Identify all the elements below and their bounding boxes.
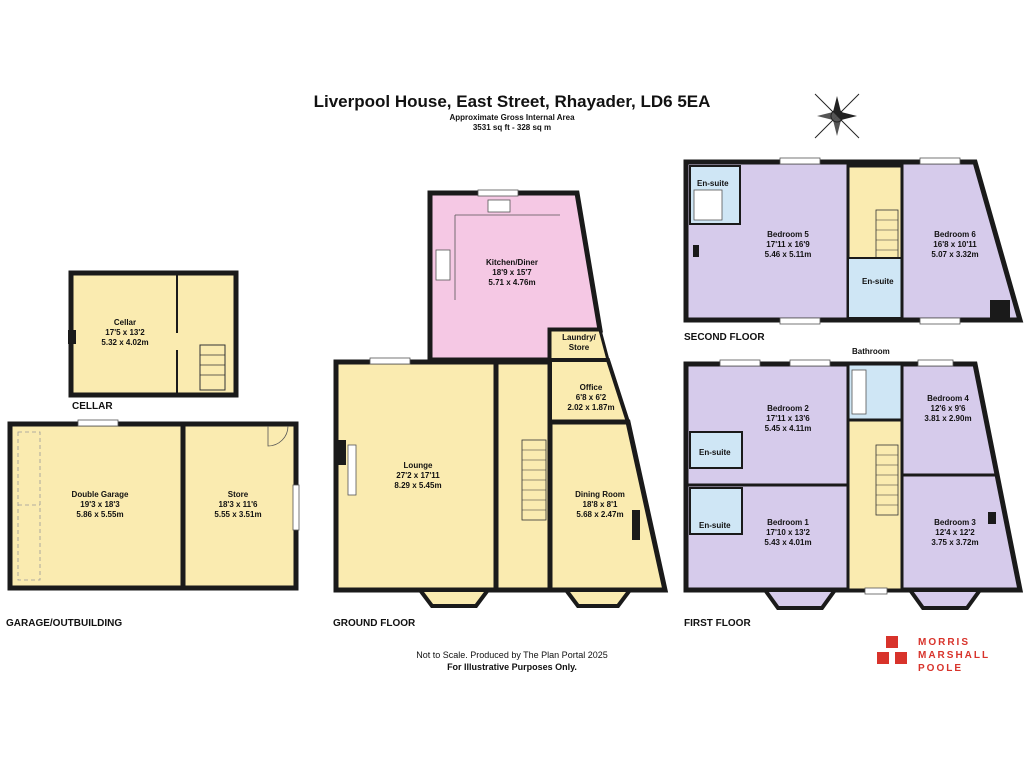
room-imperial: 12'4 x 12'2: [935, 528, 975, 537]
room-bedroom-6: Bedroom 6 16'8 x 10'11 5.07 x 3.32m: [915, 230, 995, 260]
room-imperial: 18'3 x 11'6: [218, 500, 258, 509]
area-label: Approximate Gross Internal Area: [449, 113, 575, 122]
morris-marshall-poole-logo-icon: [877, 636, 907, 664]
room-metric: 2.02 x 1.87m: [567, 403, 615, 412]
room-name: Bedroom 6: [934, 230, 976, 239]
room-imperial: 18'9 x 15'7: [492, 268, 532, 277]
room-name: Store: [227, 490, 249, 499]
room-metric: 5.71 x 4.76m: [488, 278, 536, 287]
room-imperial: 19'3 x 18'3: [80, 500, 120, 509]
room-imperial: 18'8 x 8'1: [582, 500, 618, 509]
room-imperial: 17'11 x 13'6: [766, 414, 810, 423]
room-name: Bedroom 2: [767, 404, 809, 413]
room-bedroom-1: Bedroom 1 17'10 x 13'2 5.43 x 4.01m: [748, 518, 828, 548]
room-ensuite-b1: En-suite: [699, 521, 731, 530]
room-metric: 5.55 x 3.51m: [214, 510, 262, 519]
illustrative-note: For Illustrative Purposes Only.: [447, 662, 577, 672]
logo-word-poole: POOLE: [918, 663, 964, 674]
floor-label-first: FIRST FLOOR: [684, 618, 751, 629]
room-bedroom-2: Bedroom 2 17'11 x 13'6 5.45 x 4.11m: [748, 404, 828, 434]
room-name: Bedroom 1: [767, 518, 809, 527]
room-kitchen-diner: Kitchen/Diner 18'9 x 15'7 5.71 x 4.76m: [472, 258, 552, 288]
cellar-plan: [68, 270, 239, 398]
logo-word-morris: MORRIS: [918, 637, 970, 648]
room-name: Bedroom 3: [934, 518, 976, 527]
floor-label-second: SECOND FLOOR: [684, 332, 765, 343]
room-office: Office 6'8 x 6'2 2.02 x 1.87m: [556, 383, 626, 413]
room-imperial: 17'5 x 13'2: [105, 328, 145, 337]
garage-plan: [7, 419, 300, 591]
room-metric: 5.86 x 5.55m: [76, 510, 124, 519]
room-metric: 5.68 x 2.47m: [576, 510, 624, 519]
room-name: Bedroom 4: [927, 394, 969, 403]
room-imperial: 27'2 x 17'11: [396, 471, 440, 480]
room-laundry-store: Laundry/ Store: [553, 333, 605, 353]
room-name: Kitchen/Diner: [485, 258, 538, 267]
room-name: Laundry/ Store: [562, 333, 596, 352]
room-store: Store 18'3 x 11'6 5.55 x 3.51m: [198, 490, 278, 520]
room-metric: 5.45 x 4.11m: [764, 424, 812, 433]
room-bedroom-5: Bedroom 5 17'11 x 16'9 5.46 x 5.11m: [748, 230, 828, 260]
room-metric: 3.81 x 2.90m: [924, 414, 972, 423]
room-metric: 5.07 x 3.32m: [931, 250, 979, 259]
first-floor-plan: [683, 359, 1024, 610]
logo-word-marshall: MARSHALL: [918, 650, 991, 661]
room-imperial: 17'11 x 16'9: [766, 240, 810, 249]
room-imperial: 6'8 x 6'2: [575, 393, 607, 402]
scale-note: Not to Scale. Produced by The Plan Porta…: [416, 650, 608, 660]
floor-label-ground: GROUND FLOOR: [333, 618, 416, 629]
room-imperial: 17'10 x 13'2: [766, 528, 810, 537]
page-title: Liverpool House, East Street, Rhayader, …: [313, 92, 711, 111]
room-name: Dining Room: [575, 490, 625, 499]
room-name: Office: [579, 383, 603, 392]
room-imperial: 12'6 x 9'6: [930, 404, 966, 413]
room-double-garage: Double Garage 19'3 x 18'3 5.86 x 5.55m: [55, 490, 145, 520]
room-bedroom-3: Bedroom 3 12'4 x 12'2 3.75 x 3.72m: [915, 518, 995, 548]
floor-label-garage: GARAGE/OUTBUILDING: [6, 618, 123, 629]
room-name: Cellar: [113, 318, 137, 327]
room-cellar: Cellar 17'5 x 13'2 5.32 x 4.02m: [90, 318, 160, 348]
room-metric: 5.43 x 4.01m: [764, 538, 812, 547]
room-name: Lounge: [403, 461, 433, 470]
room-bedroom-4: Bedroom 4 12'6 x 9'6 3.81 x 2.90m: [908, 394, 988, 424]
area-value: 3531 sq ft - 328 sq m: [472, 123, 552, 132]
ground-floor-plan: [333, 189, 669, 608]
room-imperial: 16'8 x 10'11: [933, 240, 977, 249]
second-floor-plan: [683, 157, 1024, 325]
room-ensuite-b5: En-suite: [697, 179, 729, 188]
room-name: Bedroom 5: [767, 230, 809, 239]
room-bathroom: Bathroom: [852, 347, 890, 356]
room-metric: 5.46 x 5.11m: [764, 250, 812, 259]
room-metric: 3.75 x 3.72m: [931, 538, 979, 547]
room-metric: 8.29 x 5.45m: [394, 481, 442, 490]
room-dining-room: Dining Room 18'8 x 8'1 5.68 x 2.47m: [560, 490, 640, 520]
floor-label-cellar: CELLAR: [72, 401, 113, 412]
room-lounge: Lounge 27'2 x 17'11 8.29 x 5.45m: [378, 461, 458, 491]
room-metric: 5.32 x 4.02m: [101, 338, 149, 347]
compass-rose-icon: [814, 93, 860, 139]
room-name: Double Garage: [71, 490, 129, 499]
room-ensuite-b6: En-suite: [862, 277, 894, 286]
room-ensuite-b2: En-suite: [699, 448, 731, 457]
